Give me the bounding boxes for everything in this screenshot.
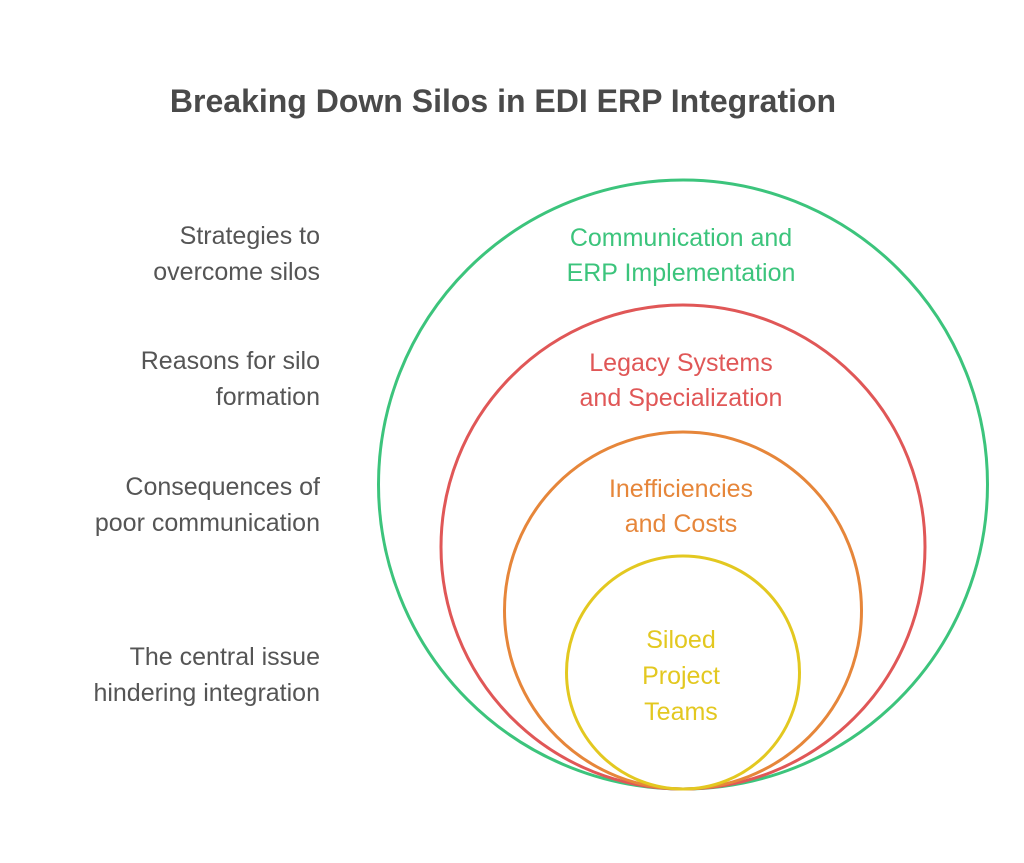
ring-label-third: and Costs [625, 510, 738, 538]
ring-label-outer: Communication and [570, 224, 792, 252]
side-label-second: formation [216, 383, 320, 411]
ring-label-outer: ERP Implementation [567, 259, 796, 287]
ring-label-second: Legacy Systems [589, 349, 772, 377]
side-label-third: poor communication [95, 509, 320, 537]
side-label-second: Reasons for silo [141, 347, 320, 375]
ring-label-second: and Specialization [580, 384, 783, 412]
ring-core [565, 554, 801, 791]
side-label-core: The central issue [130, 643, 320, 671]
side-label-outer: Strategies to [180, 222, 320, 250]
side-label-outer: overcome silos [153, 258, 320, 286]
side-label-third: Consequences of [125, 473, 320, 501]
ring-label-third: Inefficiencies [609, 475, 753, 503]
ring-label-core: Siloed [646, 626, 716, 654]
diagram-title: Breaking Down Silos in EDI ERP Integrati… [170, 83, 836, 119]
side-label-core: hindering integration [93, 679, 320, 707]
ring-label-core: Project [642, 662, 720, 690]
ring-label-core: Teams [644, 698, 718, 726]
rings [377, 178, 989, 791]
